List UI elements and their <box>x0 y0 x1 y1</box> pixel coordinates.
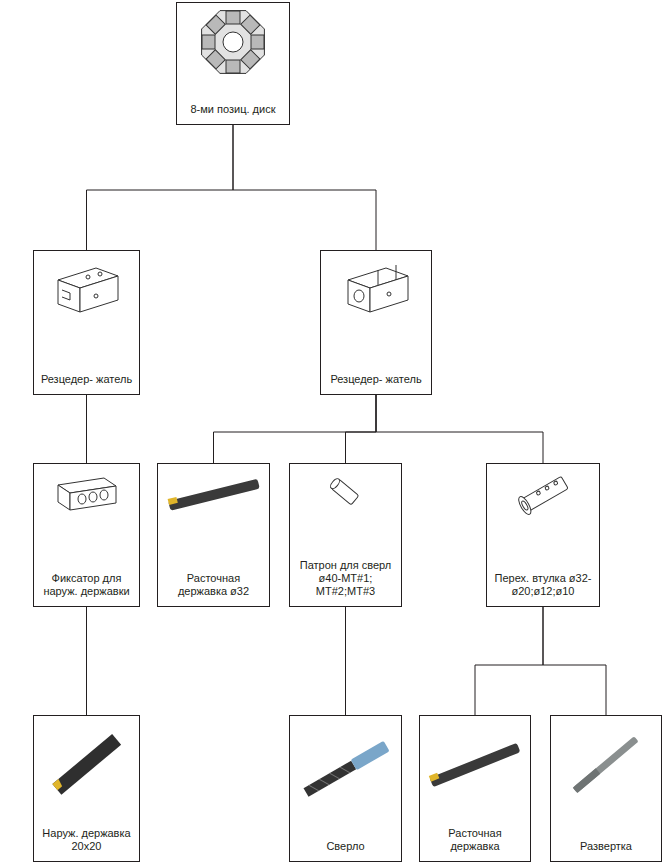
tool-holder-icon <box>58 268 118 312</box>
node-label: Резцедер- жатель <box>325 373 427 386</box>
node-label: Перех. втулка ø32- ø20;ø12;ø10 <box>491 572 595 598</box>
node-label: Резцедер- жатель <box>38 373 135 386</box>
connector-line <box>214 395 377 463</box>
drill-chuck-icon <box>329 477 359 505</box>
connector-line <box>543 607 606 715</box>
tool-box: Расточная державка <box>419 715 531 862</box>
outer-holder-icon <box>52 734 121 795</box>
connector-line <box>346 395 377 463</box>
connector-line <box>376 395 543 463</box>
tool-box: Сверло <box>289 715 402 862</box>
node-label: Фиксатор для наруж. державки <box>38 572 135 598</box>
tool-box: Перех. втулка ø32- ø20;ø12;ø10 <box>486 463 600 607</box>
node-label: Расточная державка ø32 <box>162 572 265 598</box>
fixator-icon <box>58 478 116 510</box>
adapter-sleeve-icon <box>516 474 569 516</box>
reamer-icon <box>573 736 639 793</box>
boring-bar-icon <box>168 477 260 511</box>
connector-line <box>345 607 346 715</box>
tool-box: Фиксатор для наруж. державки <box>33 463 140 607</box>
tool-box: Расточная державка ø32 <box>157 463 270 607</box>
connector-line <box>87 125 234 250</box>
node-label: 8-ми позиц. диск <box>181 103 285 116</box>
tool-box: Резцедер- жатель <box>33 250 140 395</box>
tool-holder-icon <box>348 265 408 312</box>
connector-line <box>86 607 87 715</box>
connector-line <box>475 607 543 715</box>
node-label: Сверло <box>294 840 397 853</box>
node-label: Расточная державка <box>424 827 526 853</box>
turret-disk-icon <box>202 11 265 74</box>
tool-box: Развертка <box>550 715 662 862</box>
drill-icon <box>303 741 390 798</box>
connector-line <box>86 395 87 463</box>
tool-box: Наруж. державка 20x20 <box>33 715 140 862</box>
node-label: Наруж. державка 20x20 <box>38 827 135 853</box>
tool-box: Патрон для сверл ø40-MT#1; MT#2;MT#3 <box>289 463 402 607</box>
tool-box: Резцедер- жатель <box>320 250 432 395</box>
connector-line <box>233 125 376 250</box>
node-label: Патрон для сверл ø40-MT#1; MT#2;MT#3 <box>294 559 397 598</box>
boring-bar-icon <box>429 741 521 787</box>
tool-box: 8-ми позиц. диск <box>176 2 290 125</box>
node-label: Развертка <box>555 840 657 853</box>
